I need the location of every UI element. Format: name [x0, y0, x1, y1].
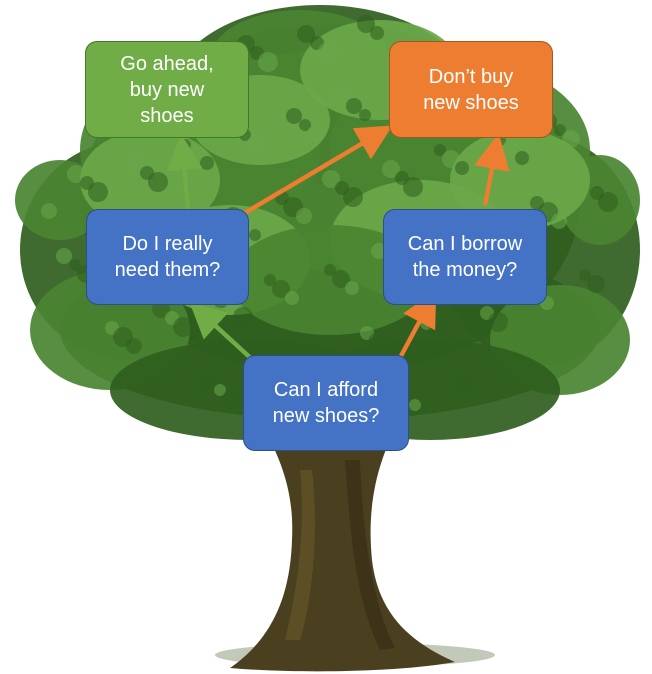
leaf-speck — [214, 384, 226, 396]
leaf-speck — [318, 42, 338, 62]
leaf-speck — [247, 135, 265, 153]
leaf-speck — [441, 333, 457, 349]
leaf-speck — [88, 182, 108, 202]
leaf-speck — [201, 373, 217, 389]
leaf-speck — [126, 338, 142, 354]
arrow-afford-to-need — [189, 301, 257, 364]
leaf-speck — [359, 109, 371, 121]
leaf-speck — [173, 317, 193, 337]
leaf-speck — [332, 270, 350, 288]
leaf-speck — [286, 108, 302, 124]
leaf-speck — [343, 187, 363, 207]
leaf-speck — [69, 259, 81, 271]
node-buy-new-shoes: Go ahead, buy new shoes — [85, 41, 249, 138]
node-borrow-money: Can I borrow the money? — [383, 209, 547, 305]
leaf-speck — [127, 155, 145, 173]
leaf-speck — [41, 203, 57, 219]
arrow-need-to-buy — [166, 134, 203, 210]
leaf-speck — [222, 390, 240, 408]
leaf-speck — [488, 312, 508, 332]
leaf-speck — [554, 124, 566, 136]
leaf-speck — [579, 269, 591, 281]
leaf-speck — [258, 52, 278, 72]
leaf-speck — [297, 25, 315, 43]
leaf-speck — [434, 144, 446, 156]
trunk-dark-streak — [345, 460, 395, 650]
leaf-speck — [233, 307, 253, 327]
leaf-speck — [324, 264, 336, 276]
node-dont-buy: Don’t buy new shoes — [389, 41, 553, 138]
leaf-speck — [322, 170, 340, 188]
leaf-speck — [249, 229, 261, 241]
leaf-speck — [357, 15, 375, 33]
leaf-speck — [442, 150, 460, 168]
leaf-speck — [346, 98, 362, 114]
tree-trunk — [230, 440, 455, 672]
leaf-speck — [598, 192, 618, 212]
leaf-speck — [455, 161, 469, 175]
leaf-speck — [148, 172, 168, 192]
leaf-speck — [285, 291, 299, 305]
leaf-speck — [56, 248, 72, 264]
leaf-speck — [200, 156, 214, 170]
leaf-speck — [562, 130, 580, 148]
leaf-speck — [587, 275, 605, 293]
leaf-speck — [551, 213, 567, 229]
leaf-speck — [296, 208, 312, 224]
leaf-speck — [272, 280, 290, 298]
leaf-speck — [67, 165, 85, 183]
leaf-speck — [382, 160, 400, 178]
trunk-highlight — [285, 470, 315, 640]
leaf-speck — [456, 378, 472, 394]
leaf-speck — [370, 26, 384, 40]
leaf-speck — [307, 125, 325, 143]
node-afford-shoes: Can I afford new shoes? — [243, 355, 409, 451]
leaf-speck — [403, 177, 423, 197]
arrow-afford-to-borrow — [399, 290, 437, 358]
leaf-speck — [299, 119, 311, 131]
leaf-speck — [345, 281, 359, 295]
leaf-speck — [515, 151, 529, 165]
leaf-speck — [409, 399, 421, 411]
arrow-need-to-dont-buy — [241, 125, 393, 216]
arrow-borrow-to-dont-buy — [474, 133, 510, 206]
leaf-speck — [264, 274, 276, 286]
node-really-need: Do I really need them? — [86, 209, 249, 305]
